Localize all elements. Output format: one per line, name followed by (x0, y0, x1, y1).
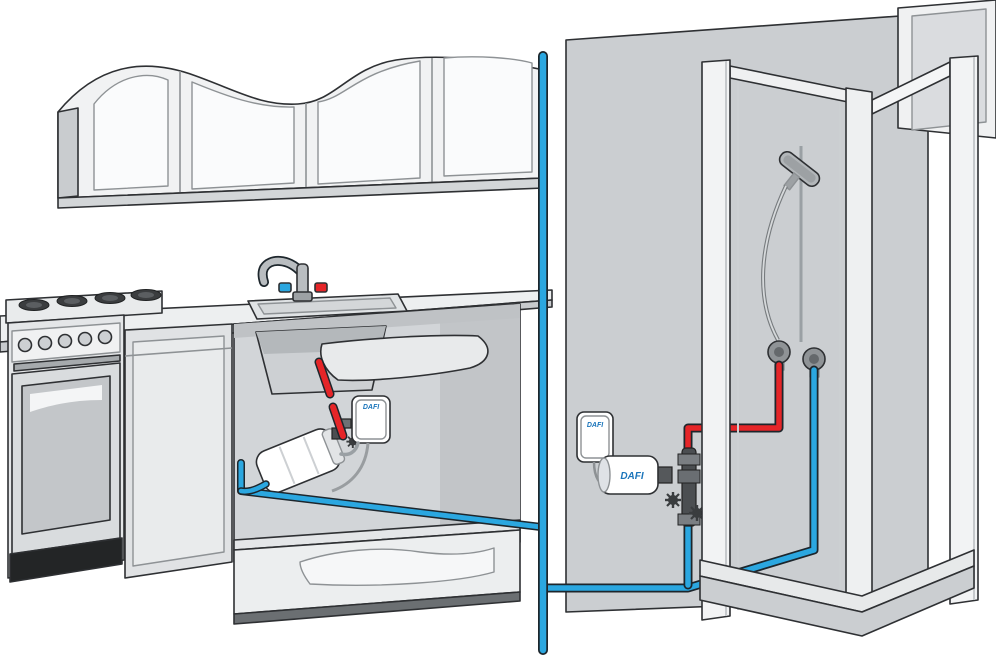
burners (18, 289, 162, 311)
mini-heater-box (351, 395, 391, 444)
cylinder-brand-label: DAFI (620, 471, 644, 482)
shower-head (778, 150, 821, 191)
tee-valve-handle-icon (663, 490, 683, 510)
faucet-hot-handle (314, 282, 328, 293)
tee-fitting-body (681, 447, 697, 527)
cylinder-end-cap (597, 457, 611, 493)
sink-rim-inner (257, 297, 397, 315)
hot-pipe-sink-2 (330, 404, 346, 439)
mini-heater-hose (331, 442, 370, 493)
stove-knob (97, 329, 113, 345)
under-sink-heater (255, 428, 346, 494)
cabinet-door-4 (443, 56, 533, 177)
dafi-wall-box (576, 411, 614, 463)
upper-cabinet-side (57, 107, 79, 199)
cabinet-door-3 (317, 60, 421, 185)
faucet-base (292, 291, 313, 302)
cold-valve-knob-center (809, 354, 819, 364)
middle-cabinet (124, 323, 233, 579)
faucet-cold-handle (278, 282, 292, 293)
tilted-drawer-front (320, 334, 489, 382)
stove-knob (17, 337, 33, 353)
shower-tray-front (699, 565, 975, 637)
dafi-wall-box-brand-label: DAFI (587, 422, 604, 429)
stove-knob (77, 331, 93, 347)
oven-window (21, 375, 111, 535)
frame-post-back (845, 87, 873, 607)
under-sink-heater-group: DAFI (255, 395, 391, 494)
mini-heater-spout (339, 441, 360, 457)
hot-pipe-sink-1 (316, 359, 333, 397)
frame-post-front-right (949, 55, 979, 605)
middle-cabinet-drawer-line (124, 347, 233, 357)
heater-seam-2 (302, 436, 320, 475)
shower-pipes (538, 360, 819, 593)
mini-heater-brand-label: DAFI (363, 404, 380, 411)
burner-center (138, 292, 154, 298)
cabinet-door-1 (93, 74, 169, 191)
mini-heater-box-inset (355, 399, 387, 440)
burner-center (64, 298, 80, 304)
stove-knob (57, 333, 73, 349)
dafi-wall-box-inset (580, 415, 610, 459)
cold-pipe-shower (540, 367, 817, 591)
bottom-drawer-unit (233, 519, 521, 625)
heater-end-cap (321, 428, 346, 465)
tee-nut-top (677, 453, 701, 466)
frame-post-front-left (701, 59, 731, 621)
cold-hose-heater (238, 481, 269, 494)
hot-valve-knob-center (774, 347, 784, 357)
cabinet-door-2 (191, 81, 295, 190)
shower-hose-highlight (762, 185, 787, 341)
oven-window-highlight (30, 385, 102, 412)
hot-pipe-shower (685, 362, 782, 456)
faucet-spout (259, 257, 305, 286)
oven-handle (13, 354, 121, 372)
stove-knob (37, 335, 53, 351)
under-sink-pipes (237, 357, 545, 531)
middle-cabinet-inset (132, 335, 225, 567)
shower-enclosure-frame (699, 55, 979, 637)
stove-bottom-drawer (9, 537, 123, 583)
stove (5, 289, 163, 583)
burner-center (102, 295, 118, 301)
heater-seam-1 (278, 446, 296, 485)
burner-center (26, 302, 42, 308)
tee-nut-middle (677, 469, 701, 484)
plinth (233, 591, 521, 625)
shower-head-face (783, 155, 816, 183)
upper-cabinets (57, 56, 545, 209)
stove-knobs (17, 329, 113, 353)
shower-dafi-units: DAFI DAFI (576, 411, 707, 527)
drawer-wavy-recess (299, 547, 495, 586)
